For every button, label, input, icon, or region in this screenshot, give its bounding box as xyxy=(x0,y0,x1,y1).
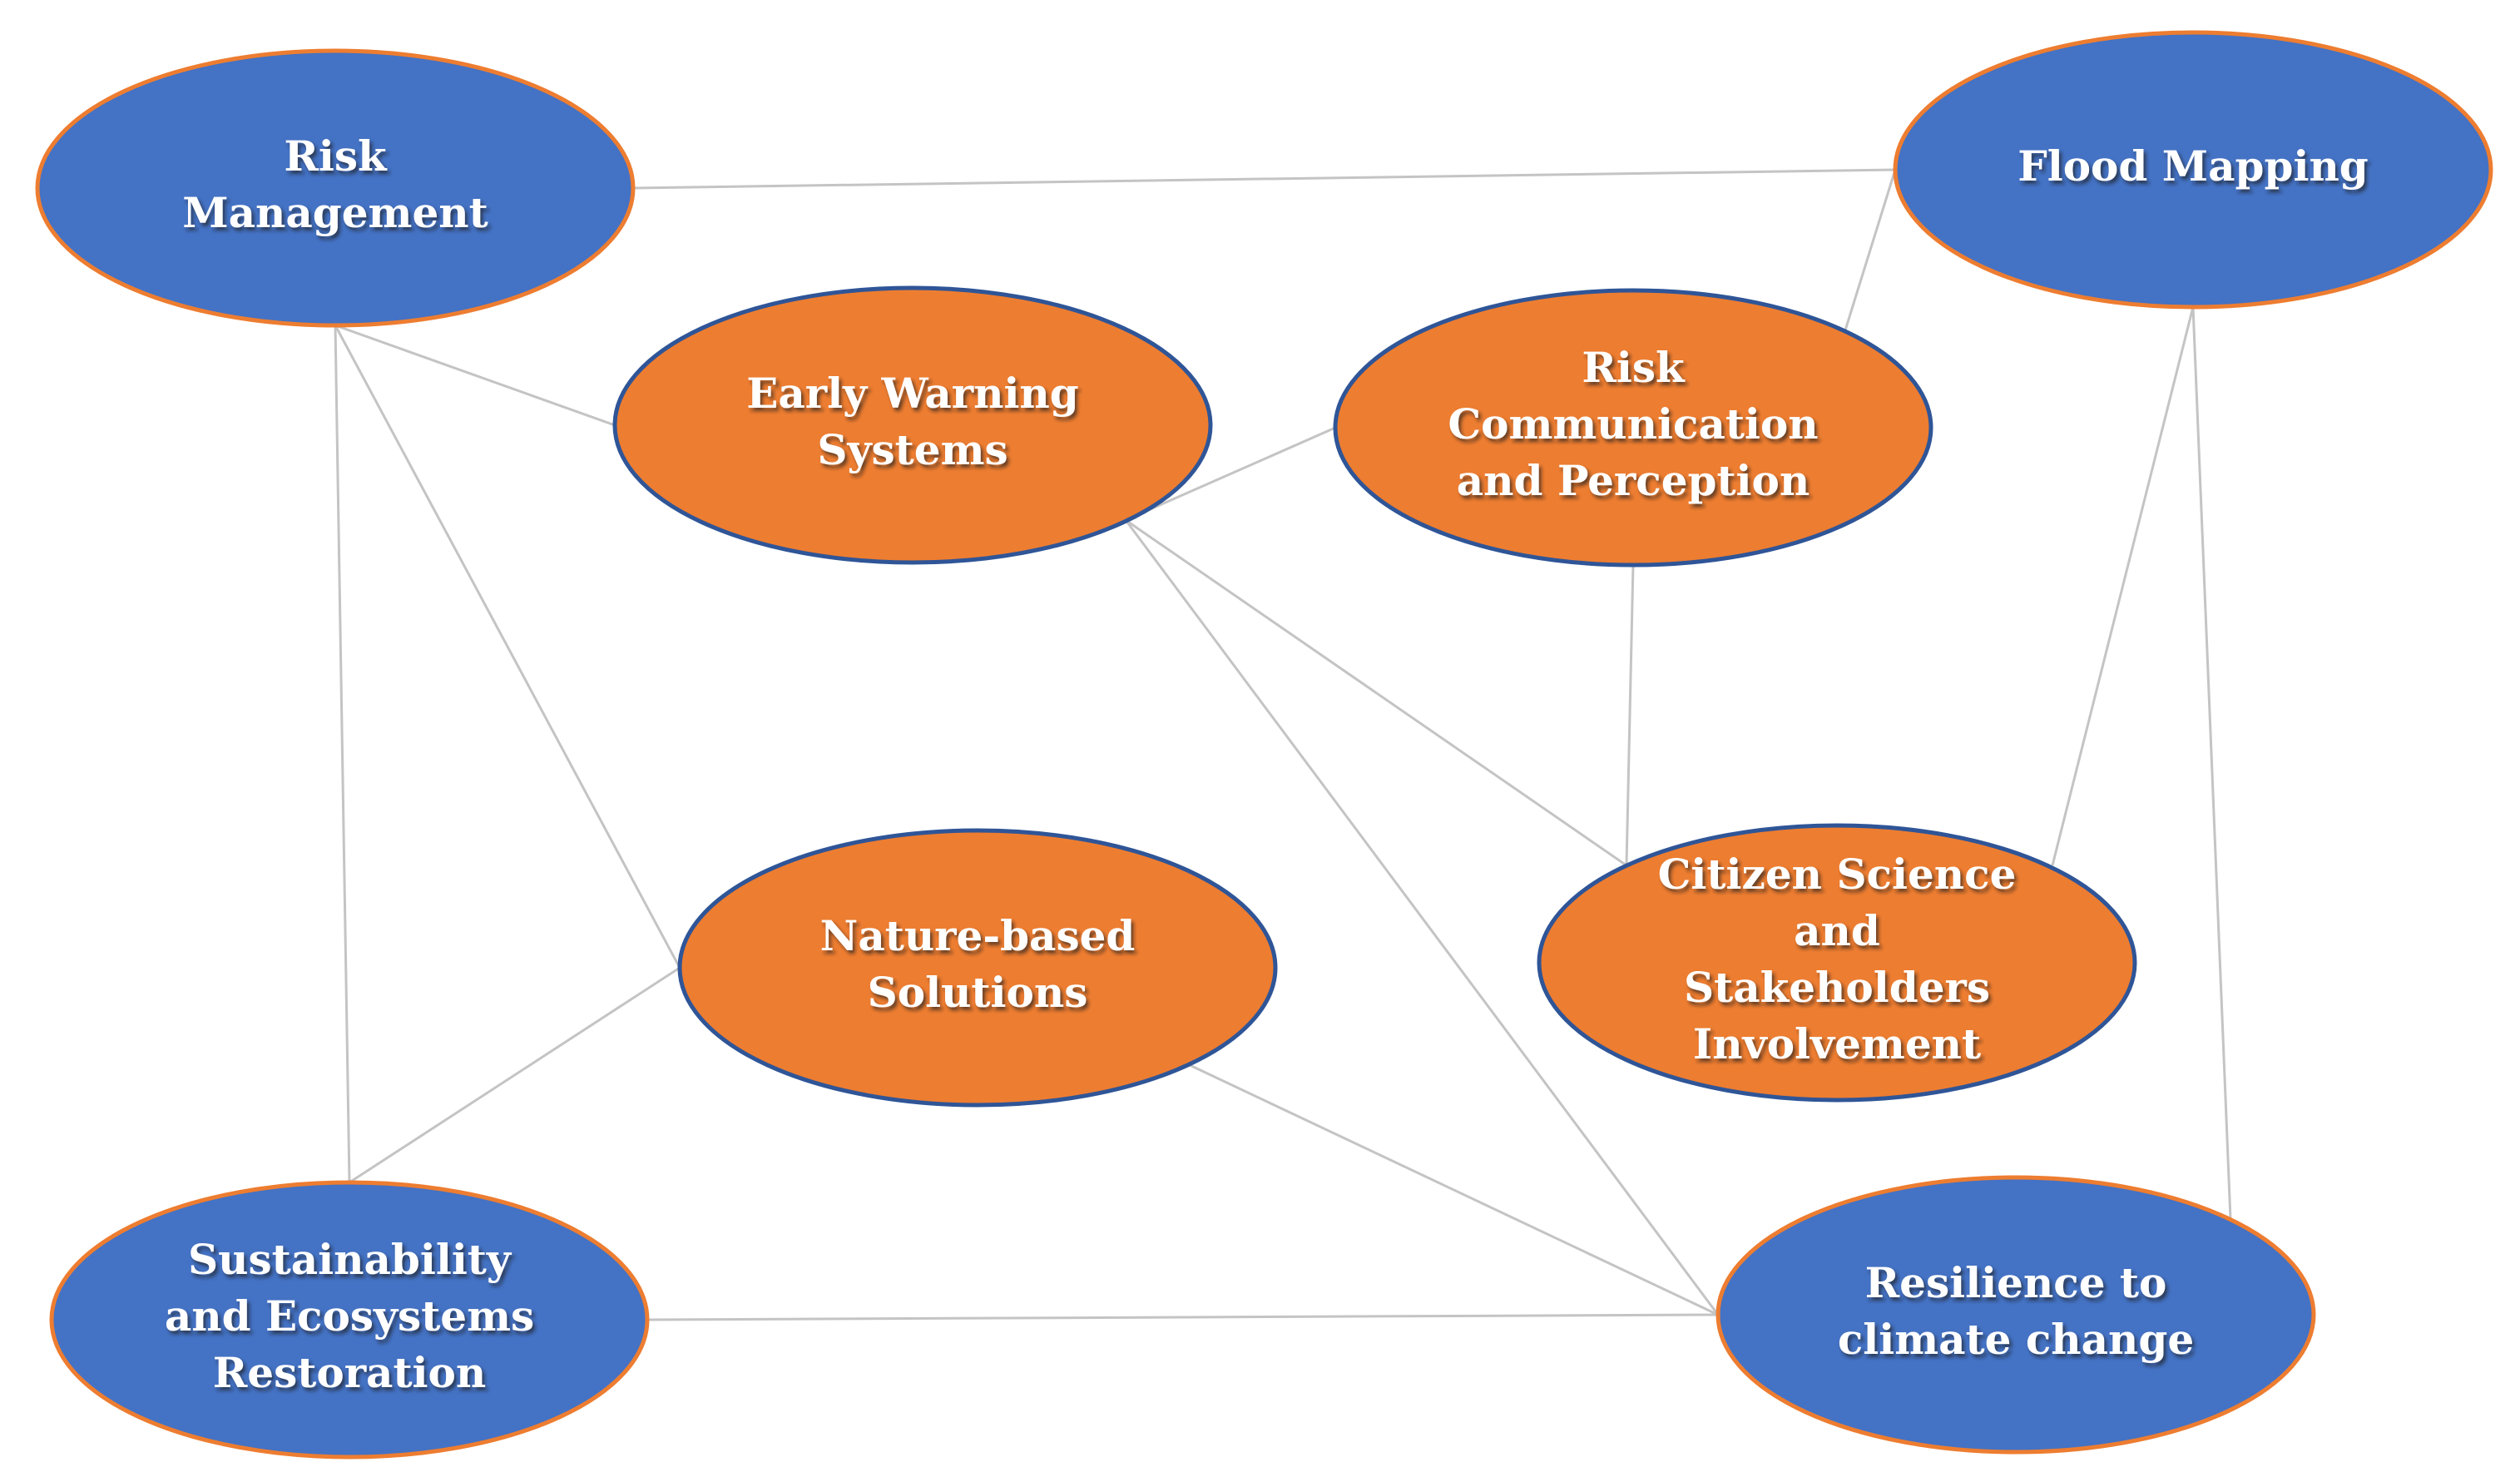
node-ellipse-flood-mapping xyxy=(1893,30,2493,310)
node-label-flood-mapping-line-1: Flood Mapping xyxy=(2017,141,2369,191)
edge-risk-management-to-flood-mapping xyxy=(633,168,1896,190)
edge-sustainability-to-resilience xyxy=(646,1313,1719,1321)
node-ellipse-sustainability xyxy=(49,1180,650,1460)
node-ellipse-risk-management xyxy=(35,48,636,328)
node-label-sustainability-line-3: Restoration xyxy=(213,1348,487,1397)
node-ellipse-resilience xyxy=(1715,1175,2316,1455)
edge-risk-management-to-early-warning-systems xyxy=(334,324,616,427)
node-label-citizen-science-line-2: and xyxy=(1794,906,1880,955)
node-label-risk-communication-line-3: and Perception xyxy=(1457,456,1810,505)
node-label-nature-based-solutions-line-1: Nature-based xyxy=(820,911,1136,960)
edge-risk-management-to-nature-based-solutions xyxy=(334,325,681,969)
edge-early-warning-systems-to-resilience xyxy=(1124,519,1720,1316)
node-label-citizen-science-line-4: Involvement xyxy=(1693,1019,1981,1068)
node-label-sustainability-line-2: and Ecosystems xyxy=(165,1291,534,1341)
node-ellipse-citizen-science xyxy=(1537,823,2137,1103)
node-label-citizen-science-line-3: Stakeholders xyxy=(1684,963,1990,1012)
node-label-resilience-line-2: climate change xyxy=(1838,1315,2194,1364)
node-label-risk-management-line-2: Management xyxy=(182,188,488,237)
node-label-early-warning-systems-line-2: Systems xyxy=(817,425,1008,474)
edge-nature-based-solutions-to-resilience xyxy=(1189,1063,1719,1316)
node-label-risk-communication-line-2: Communication xyxy=(1448,399,1818,449)
node-label-nature-based-solutions-line-2: Solutions xyxy=(868,968,1088,1017)
edge-early-warning-systems-to-risk-communication xyxy=(1125,426,1336,522)
edge-early-warning-systems-to-citizen-science xyxy=(1125,518,1627,867)
edge-flood-mapping-to-citizen-science xyxy=(2051,306,2195,866)
node-citizen-science: Citizen Science andStakeholdersInvolvemen… xyxy=(1537,823,2137,1103)
edge-layer xyxy=(334,168,2232,1321)
node-ellipse-early-warning-systems xyxy=(612,285,1213,565)
edge-risk-management-to-sustainability xyxy=(334,325,351,1183)
node-label-risk-management-line-1: Risk xyxy=(284,131,388,181)
edge-nature-based-solutions-to-sustainability xyxy=(349,966,681,1184)
edge-risk-communication-to-citizen-science xyxy=(1625,564,1635,866)
edge-flood-mapping-to-resilience xyxy=(2191,306,2232,1220)
edge-flood-mapping-to-risk-communication xyxy=(1843,169,1897,334)
node-label-sustainability-line-1: Sustainability xyxy=(188,1235,512,1284)
node-label-early-warning-systems-line-1: Early Warning xyxy=(746,369,1079,418)
node-resilience: Resilience to climate change xyxy=(1715,1175,2316,1455)
node-ellipse-risk-communication xyxy=(1333,288,1933,568)
node-label-risk-communication-line-1: Risk xyxy=(1582,343,1686,392)
node-flood-mapping: Flood Mapping xyxy=(1893,30,2493,310)
node-ellipse-nature-based-solutions xyxy=(677,828,1278,1108)
node-label-citizen-science-line-1: Citizen Science xyxy=(1658,850,2017,899)
node-label-resilience-line-1: Resilience to xyxy=(1865,1258,2167,1307)
